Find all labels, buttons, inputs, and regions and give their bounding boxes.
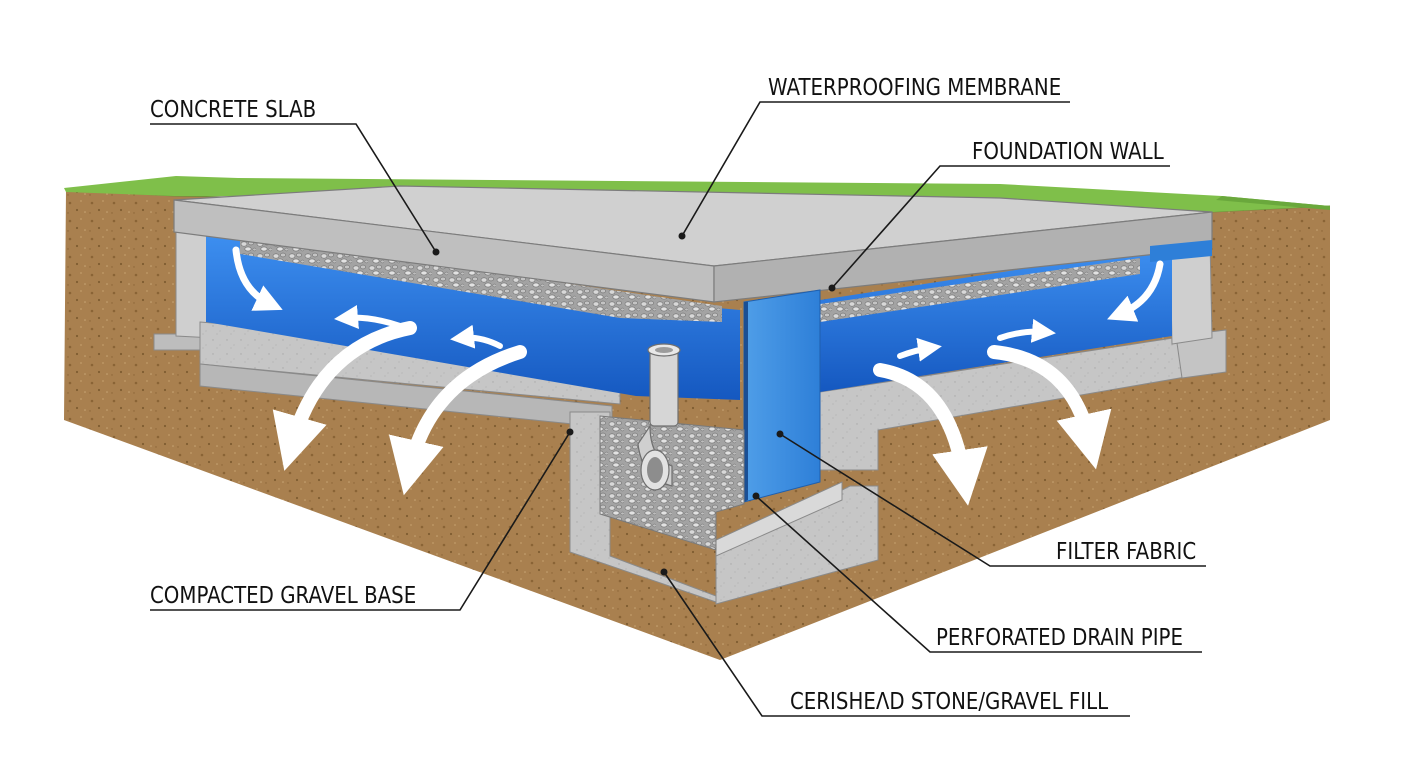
flow-arrow-icon — [987, 345, 1112, 470]
flow-arrow-icon — [873, 363, 988, 506]
flow-arrow-icon — [450, 324, 503, 349]
label-waterproofing-membrane: WATERPROOFING MEMBRANE — [768, 75, 1062, 101]
drain-pipe-icon — [637, 343, 681, 491]
gravel-layer — [240, 236, 1140, 322]
filter-fabric — [743, 289, 821, 503]
leader-lines — [150, 101, 1206, 717]
label-filter-fabric: FILTER FABRIC — [1056, 539, 1197, 565]
label-compacted-gravel-base: COMPACTED GRAVEL BASE — [150, 583, 417, 609]
flow-arrow-icon — [272, 321, 417, 471]
label-foundation-wall: FOUNDATION WALL — [972, 139, 1164, 165]
flow-arrow-icon — [997, 318, 1056, 343]
flow-arrow-icon — [232, 246, 283, 311]
label-concrete-slab: CONCRETE SLAB — [150, 97, 317, 123]
water-zone-left — [206, 234, 740, 400]
flow-arrows — [232, 246, 1164, 506]
label-perforated-drain-pipe: PERFORATED DRAIN PIPE — [936, 625, 1183, 651]
flow-arrow-icon — [1107, 260, 1164, 322]
flow-arrow-icon — [388, 345, 527, 496]
label-crushed-stone-gravel-fill: CERISHEɅD STONE/GRAVEL FILL — [790, 689, 1109, 715]
flow-arrow-icon — [897, 337, 942, 362]
